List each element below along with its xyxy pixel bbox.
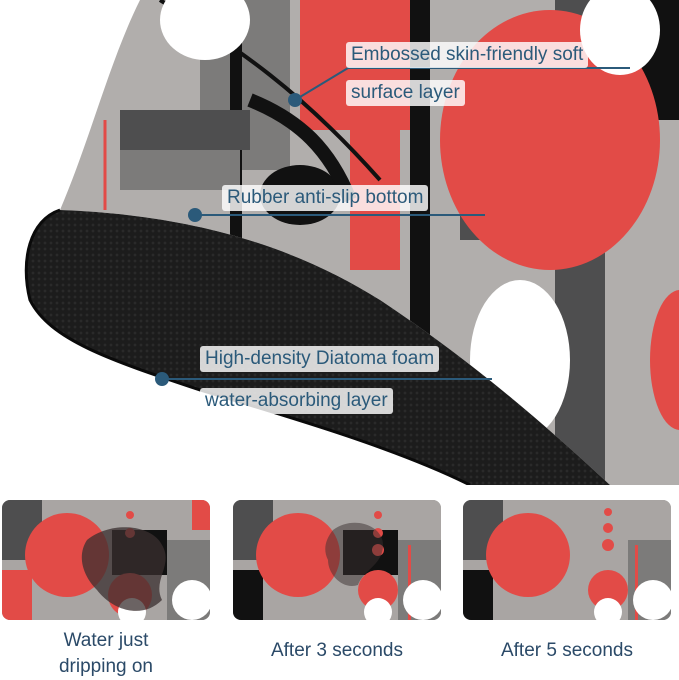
callout-surface-line2: surface layer <box>346 80 465 106</box>
callout-surface-line1: Embossed skin-friendly soft <box>346 42 589 68</box>
panel-pattern <box>463 500 671 620</box>
drying-panel-3 <box>463 500 671 620</box>
drying-panel-1 <box>2 500 210 620</box>
callout-rubber: Rubber anti-slip bottom <box>222 185 429 211</box>
drying-panel-2 <box>233 500 441 620</box>
caption-1-line2: dripping on <box>58 656 154 677</box>
mat-closeup-photo: Embossed skin-friendly soft surface laye… <box>24 0 679 485</box>
water-stain <box>81 527 166 611</box>
caption-2: After 3 seconds <box>270 640 404 661</box>
panel-pattern <box>2 500 210 620</box>
callout-foam-line1: High-density Diatoma foam <box>200 346 440 372</box>
panel-pattern <box>233 500 441 620</box>
caption-3: After 5 seconds <box>500 640 634 661</box>
caption-1-line1: Water just <box>63 630 149 651</box>
callout-foam-line2: water-absorbing layer <box>200 388 393 414</box>
water-stain <box>325 522 383 586</box>
